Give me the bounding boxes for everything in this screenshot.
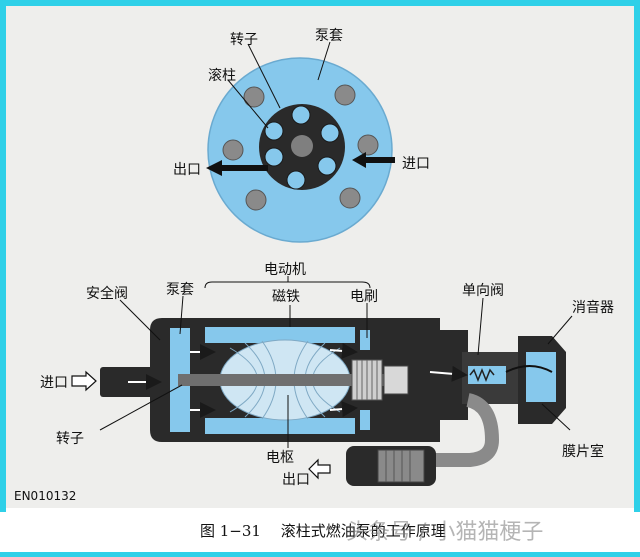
rollers	[264, 105, 340, 190]
label-check-valve: 单向阀	[462, 283, 504, 299]
label-safety-valve: 安全阀	[86, 285, 128, 302]
label-brush: 电刷	[350, 289, 378, 305]
caption-bar: 图 1−31 滚柱式燃油泵的工作原理	[0, 512, 640, 552]
label-magnet: 磁铁	[272, 289, 300, 305]
label-rotor-top: 转子	[230, 32, 258, 48]
label-inlet-side: 进口	[40, 375, 68, 391]
rotor-hub	[291, 135, 313, 157]
label-outlet-top: 出口	[173, 162, 201, 178]
outer-holes	[222, 84, 379, 211]
label-pump-sleeve-top: 泵套	[315, 28, 343, 44]
label-muffler: 消音器	[572, 299, 614, 316]
outlet-tube	[400, 393, 500, 467]
label-outlet-side: 出口	[282, 472, 310, 488]
magnet-top	[205, 327, 355, 343]
figure-code: EN010132	[14, 489, 76, 503]
pump-side-section	[71, 276, 573, 486]
label-diaphragm-chamber: 膜片室	[562, 443, 604, 460]
label-motor: 电动机	[264, 262, 306, 278]
label-rotor-side: 转子	[56, 431, 84, 447]
label-roller: 滚柱	[208, 67, 236, 84]
check-valve-spring	[469, 367, 495, 383]
inlet-outline-arrow	[71, 370, 97, 392]
watermark: 头条号 / 小猫猫梗子	[346, 520, 544, 545]
outlet-outline-arrow	[308, 458, 331, 480]
pump-cross-section	[206, 41, 395, 243]
fuel-pump-diagram: 转子 泵套 滚柱 出口 进口	[14, 28, 614, 503]
figure-caption: 图 1−31 滚柱式燃油泵的工作原理	[200, 522, 446, 540]
label-armature: 电枢	[266, 450, 294, 466]
diaphragm-chamber-area	[526, 352, 556, 402]
shaft	[178, 374, 408, 386]
label-pump-sleeve-side: 泵套	[166, 282, 194, 298]
label-inlet-top: 进口	[402, 156, 430, 172]
magnet-bottom	[205, 418, 355, 434]
